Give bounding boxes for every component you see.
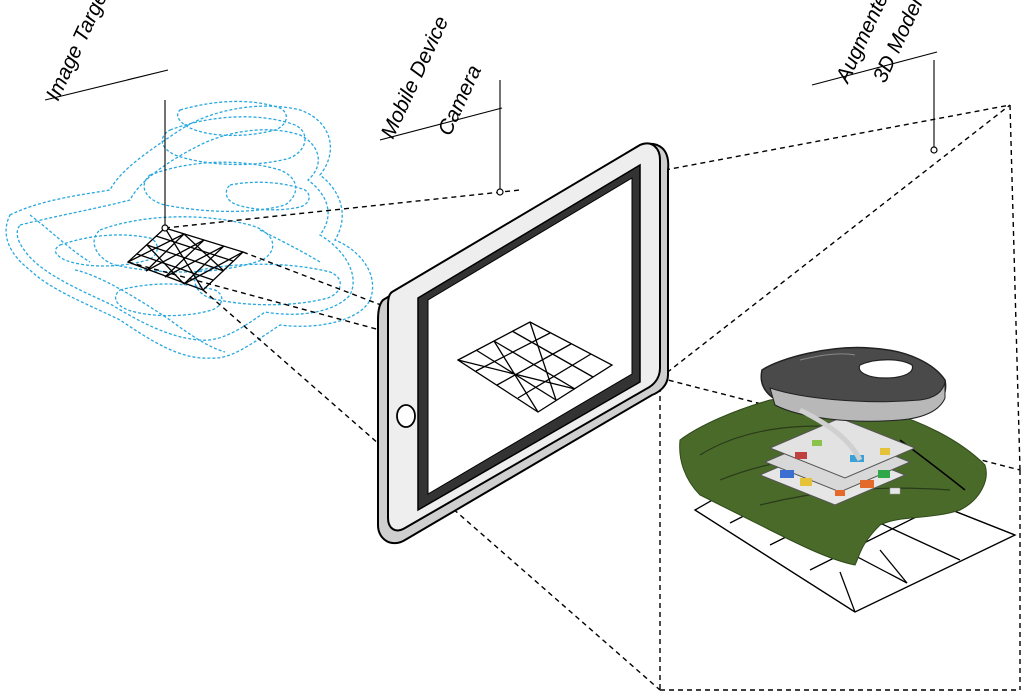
camera-label: Camera (434, 62, 486, 139)
target-mesh-grid (126, 227, 245, 291)
tablet-icon (377, 142, 670, 545)
screen-mesh-grid (456, 321, 614, 413)
image-target-label: Image Target (42, 0, 115, 104)
label-mobile-device-camera: Mobile Device Camera (377, 13, 504, 196)
label-augmented-3d-model: Augmented 3D Model (811, 0, 938, 154)
augmented-3d-model (679, 346, 1017, 613)
image-target-sketch (5, 100, 374, 359)
home-button-icon (396, 404, 416, 428)
